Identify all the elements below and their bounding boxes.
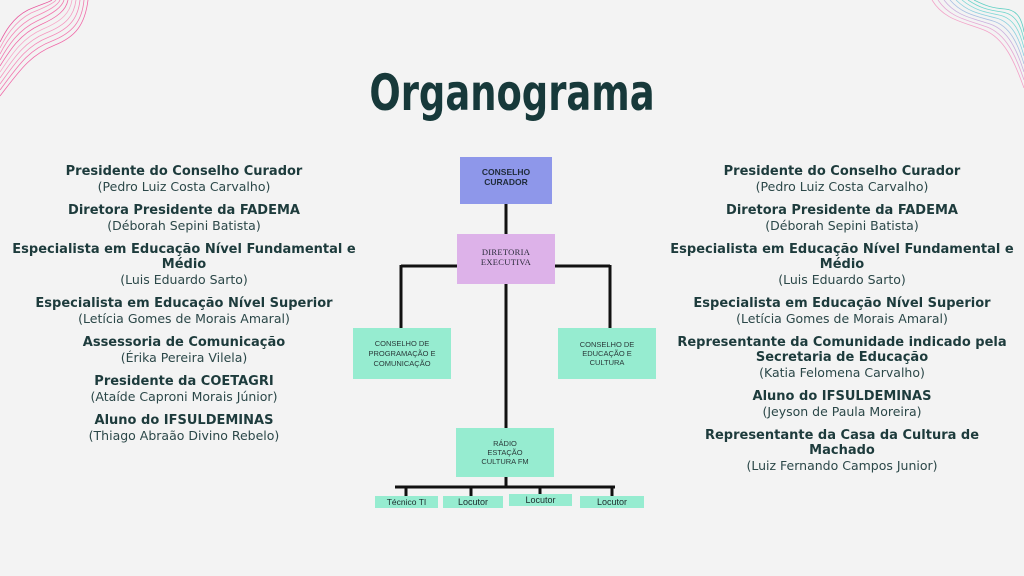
node-conselho-curador: CONSELHO CURADOR — [460, 157, 552, 204]
node-tecnico-ti: Técnico TI — [375, 496, 438, 508]
node-locutor-1: Locutor — [443, 496, 503, 508]
decorative-wave-top-right — [931, 0, 1024, 89]
member-person: (Pedro Luiz Costa Carvalho) — [755, 179, 929, 194]
node-radio-label: RÁDIO ESTAÇÃO CULTURA FM — [481, 439, 529, 466]
member-person: (Déborah Sepini Batista) — [107, 218, 261, 233]
member-role: Presidente do Conselho Curador — [65, 164, 303, 179]
member-person: (Thiago Abraão Divino Rebelo) — [88, 428, 280, 443]
member-item: Aluno do IFSULDEMINAS(Thiago Abraão Divi… — [12, 413, 356, 443]
member-role: Diretora Presidente da FADEMA — [726, 203, 958, 218]
member-person: (Letícia Gomes de Morais Amaral) — [78, 311, 290, 326]
member-role: Representante da Casa da Cultura de Mach… — [704, 428, 980, 458]
members-list-left: Presidente do Conselho Curador(Pedro Lui… — [12, 164, 356, 452]
node-locutor-3: Locutor — [580, 496, 644, 508]
member-item: Presidente do Conselho Curador(Pedro Lui… — [670, 164, 1014, 194]
member-item: Diretora Presidente da FADEMA(Déborah Se… — [12, 203, 356, 233]
member-person: (Luiz Fernando Campos Junior) — [746, 458, 938, 473]
node-locutor-2: Locutor — [509, 494, 572, 506]
page-title: Organograma — [369, 64, 655, 122]
node-conselho-educacao-label: CONSELHO DE EDUCAÇÃO E CULTURA — [579, 340, 635, 367]
member-person: (Luis Eduardo Sarto) — [120, 272, 248, 287]
node-radio: RÁDIO ESTAÇÃO CULTURA FM — [456, 428, 554, 477]
member-item: Especialista em Educação Nível Superior(… — [12, 296, 356, 326]
member-person: (Déborah Sepini Batista) — [765, 218, 919, 233]
node-conselho-programacao-label: CONSELHO DE PROGRAMAÇÃO E COMUNICAÇÃO — [368, 338, 436, 368]
member-person: (Pedro Luiz Costa Carvalho) — [97, 179, 271, 194]
member-item: Especialista em Educação Nível Fundament… — [670, 242, 1014, 287]
member-item: Assessoria de Comunicação(Érika Pereira … — [12, 335, 356, 365]
member-role: Especialista em Educação Nível Fundament… — [12, 242, 356, 272]
member-item: Representante da Comunidade indicado pel… — [670, 335, 1014, 380]
member-item: Aluno do IFSULDEMINAS(Jeyson de Paula Mo… — [670, 389, 1014, 419]
member-person: (Ataíde Caproni Morais Júnior) — [90, 389, 278, 404]
member-item: Representante da Casa da Cultura de Mach… — [670, 428, 1014, 473]
member-role: Especialista em Educação Nível Superior — [35, 296, 333, 311]
member-role: Aluno do IFSULDEMINAS — [752, 389, 932, 404]
member-item: Diretora Presidente da FADEMA(Déborah Se… — [670, 203, 1014, 233]
member-role: Diretora Presidente da FADEMA — [68, 203, 300, 218]
member-role: Representante da Comunidade indicado pel… — [677, 335, 1007, 365]
node-conselho-programacao: CONSELHO DE PROGRAMAÇÃO E COMUNICAÇÃO — [353, 328, 451, 379]
member-person: (Katia Felomena Carvalho) — [759, 365, 925, 380]
member-role: Presidente da COETAGRI — [94, 374, 274, 389]
member-item: Especialista em Educação Nível Fundament… — [12, 242, 356, 287]
member-item: Presidente do Conselho Curador(Pedro Lui… — [12, 164, 356, 194]
member-role: Especialista em Educação Nível Superior — [693, 296, 991, 311]
member-item: Especialista em Educação Nível Superior(… — [670, 296, 1014, 326]
member-person: (Jeyson de Paula Moreira) — [762, 404, 922, 419]
node-diretoria-executiva-label: DIRETORIA EXECUTIVA — [480, 247, 532, 267]
member-role: Assessoria de Comunicação — [82, 335, 286, 350]
member-item: Presidente da COETAGRI(Ataíde Caproni Mo… — [12, 374, 356, 404]
members-list-right: Presidente do Conselho Curador(Pedro Lui… — [670, 164, 1014, 482]
member-person: (Érika Pereira Vilela) — [120, 350, 248, 365]
node-conselho-educacao: CONSELHO DE EDUCAÇÃO E CULTURA — [558, 328, 656, 379]
member-person: (Letícia Gomes de Morais Amaral) — [736, 311, 948, 326]
member-role: Especialista em Educação Nível Fundament… — [670, 242, 1014, 272]
node-diretoria-executiva: DIRETORIA EXECUTIVA — [457, 234, 555, 284]
member-person: (Luis Eduardo Sarto) — [778, 272, 906, 287]
member-role: Presidente do Conselho Curador — [723, 164, 961, 179]
member-role: Aluno do IFSULDEMINAS — [94, 413, 274, 428]
decorative-wave-top-left — [0, 0, 89, 97]
node-conselho-curador-label: CONSELHO CURADOR — [481, 167, 531, 187]
